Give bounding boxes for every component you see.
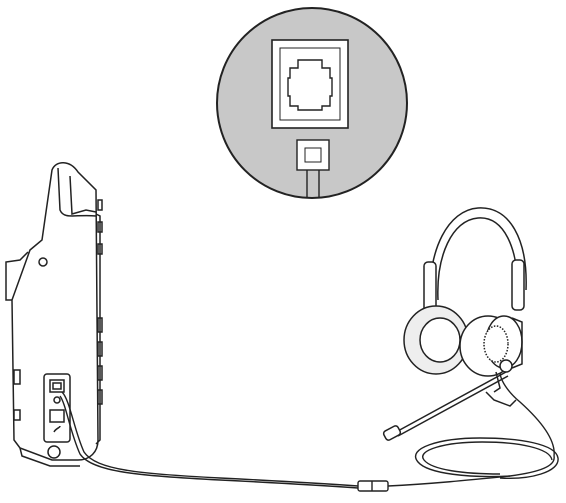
plug-cable <box>306 170 320 198</box>
boom-pivot <box>499 359 513 373</box>
side-key <box>97 389 103 405</box>
cable-from-phone-2 <box>59 395 359 489</box>
desk-phone <box>5 162 103 467</box>
cable-from-phone <box>61 391 359 487</box>
cable-loop-2 <box>421 441 553 475</box>
stand-slot <box>13 369 21 385</box>
cable-loop <box>415 437 559 480</box>
headset-port-inner <box>52 382 62 390</box>
cable <box>59 371 559 492</box>
boom-arm-2 <box>397 375 509 437</box>
phone-stand <box>5 251 29 301</box>
microphone <box>382 425 402 441</box>
headset-port <box>49 379 65 393</box>
plug-tab <box>304 147 322 163</box>
left-ear-cushion-inner <box>419 317 461 363</box>
speaker-grille <box>483 325 509 363</box>
right-slider <box>511 259 525 311</box>
side-key <box>97 341 103 357</box>
cable-up-to-cup <box>499 371 555 457</box>
plug-body <box>296 139 330 171</box>
phone-body <box>11 162 99 461</box>
side-key <box>97 365 103 381</box>
cable-to-headset <box>387 455 555 487</box>
tag <box>485 391 517 407</box>
rj9-port-outline <box>287 59 333 111</box>
phone-base <box>19 447 80 467</box>
headband-inner <box>437 217 519 301</box>
side-key <box>97 317 103 333</box>
foot-circle <box>47 445 61 459</box>
handset-port-icon <box>53 425 61 433</box>
phone-front-panel <box>95 213 101 445</box>
handset-port <box>49 409 65 423</box>
side-key <box>97 221 103 233</box>
headset-port-icon <box>53 396 61 404</box>
phone-handset-top <box>57 167 97 217</box>
left-slider <box>423 261 437 313</box>
phone-edge-line <box>69 175 97 215</box>
jack-inner-frame <box>279 47 341 121</box>
boom-arm <box>395 371 507 433</box>
side-key <box>97 243 103 255</box>
headset <box>382 207 527 441</box>
side-key <box>97 199 103 211</box>
stand-slot <box>13 409 21 421</box>
quick-disconnect <box>357 480 389 492</box>
zoom-callout <box>216 7 408 199</box>
strain-relief <box>493 371 501 393</box>
headband-outer <box>429 207 527 301</box>
ear-cup-hinge <box>511 317 523 369</box>
phone-led <box>38 257 48 267</box>
